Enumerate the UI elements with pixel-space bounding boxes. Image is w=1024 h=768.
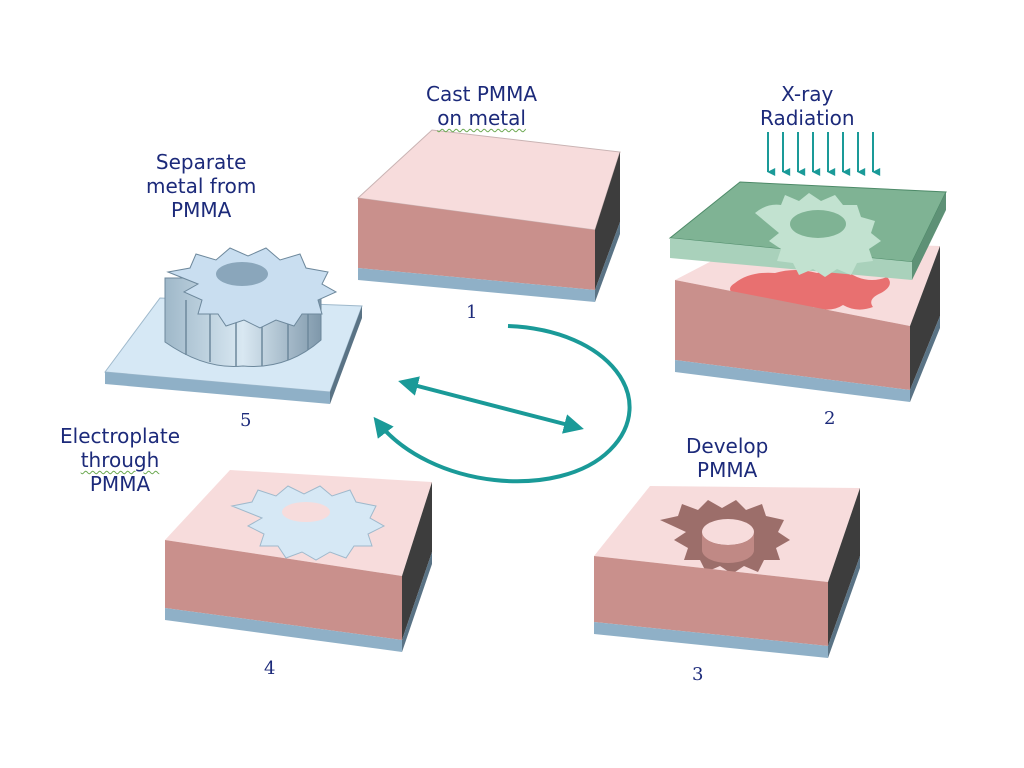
step-3-caption: Develop PMMA [686, 434, 768, 482]
step-5-caption-line-3: PMMA [171, 198, 232, 222]
step-1-caption: Cast PMMA on metal [426, 82, 537, 130]
block-3-side [828, 488, 860, 646]
block-1-metal-side [595, 222, 620, 302]
step-1-caption-line-2-text: on metal [437, 106, 526, 130]
block-2-metal-side [910, 316, 940, 402]
block-4-metal-front [165, 608, 402, 652]
xray-mask [668, 181, 947, 280]
step-5-caption-line-1: Separate [155, 150, 247, 174]
step-4-caption-line-1: Electroplate [60, 424, 181, 448]
base-plate-side [330, 306, 362, 404]
block-1-front [358, 198, 595, 290]
block-4-side [402, 482, 432, 640]
block-4-metal-side [402, 552, 432, 652]
block-2-metal-front [675, 360, 910, 402]
step-2-caption-line-1: X-ray [781, 82, 834, 106]
block-3-metal-front [594, 622, 828, 658]
block-4-front [165, 540, 402, 640]
step-4-caption-line-2: through [80, 448, 160, 472]
base-plate-front [105, 372, 330, 404]
block-5 [104, 247, 363, 404]
block-1-side [595, 152, 620, 290]
step-4-caption-line-3: PMMA [89, 472, 151, 496]
block-2-front [675, 280, 910, 390]
plated-gear [230, 485, 386, 561]
block-4 [165, 470, 432, 652]
step-2-number: 2 [824, 408, 836, 429]
gear-top [166, 247, 338, 329]
step-3-number: 3 [692, 664, 704, 685]
block-3-metal-side [828, 556, 860, 658]
step-5-caption-line-2: metal from [146, 174, 257, 198]
step-1-number: 1 [466, 302, 478, 323]
block-2-side [910, 246, 940, 390]
block-1-metal-front [358, 268, 595, 302]
block-3 [594, 486, 860, 658]
plated-gear-hole [282, 502, 330, 522]
mask-side [912, 192, 946, 280]
step-2-caption-line-2: Radiation [760, 106, 855, 130]
developed-gear-hub [702, 519, 754, 545]
step-2-caption: X-ray Radiation [760, 82, 855, 130]
step-3-caption-line-1: Develop [686, 434, 769, 458]
step-4-caption: Electroplate through PMMA [60, 424, 180, 496]
block-1 [356, 129, 621, 302]
block-2 [675, 240, 940, 402]
step-1-caption-line-2: on metal [426, 106, 537, 130]
cycle-arrows [373, 324, 632, 484]
gear-bore [216, 262, 268, 286]
cycle-arrow-right [373, 324, 632, 484]
step-4-number: 4 [264, 658, 276, 679]
step-5-number: 5 [240, 410, 252, 431]
step-3-caption-line-2: PMMA [697, 458, 758, 482]
step-5-caption: Separate metal from PMMA [146, 150, 256, 222]
xray-arrows [767, 132, 881, 176]
block-3-front [594, 556, 828, 646]
mask-gear-hole [790, 210, 846, 238]
double-arrow [398, 376, 584, 434]
developed-gear-hub-wall [702, 532, 754, 563]
step-1-caption-line-1: Cast PMMA [426, 82, 538, 106]
